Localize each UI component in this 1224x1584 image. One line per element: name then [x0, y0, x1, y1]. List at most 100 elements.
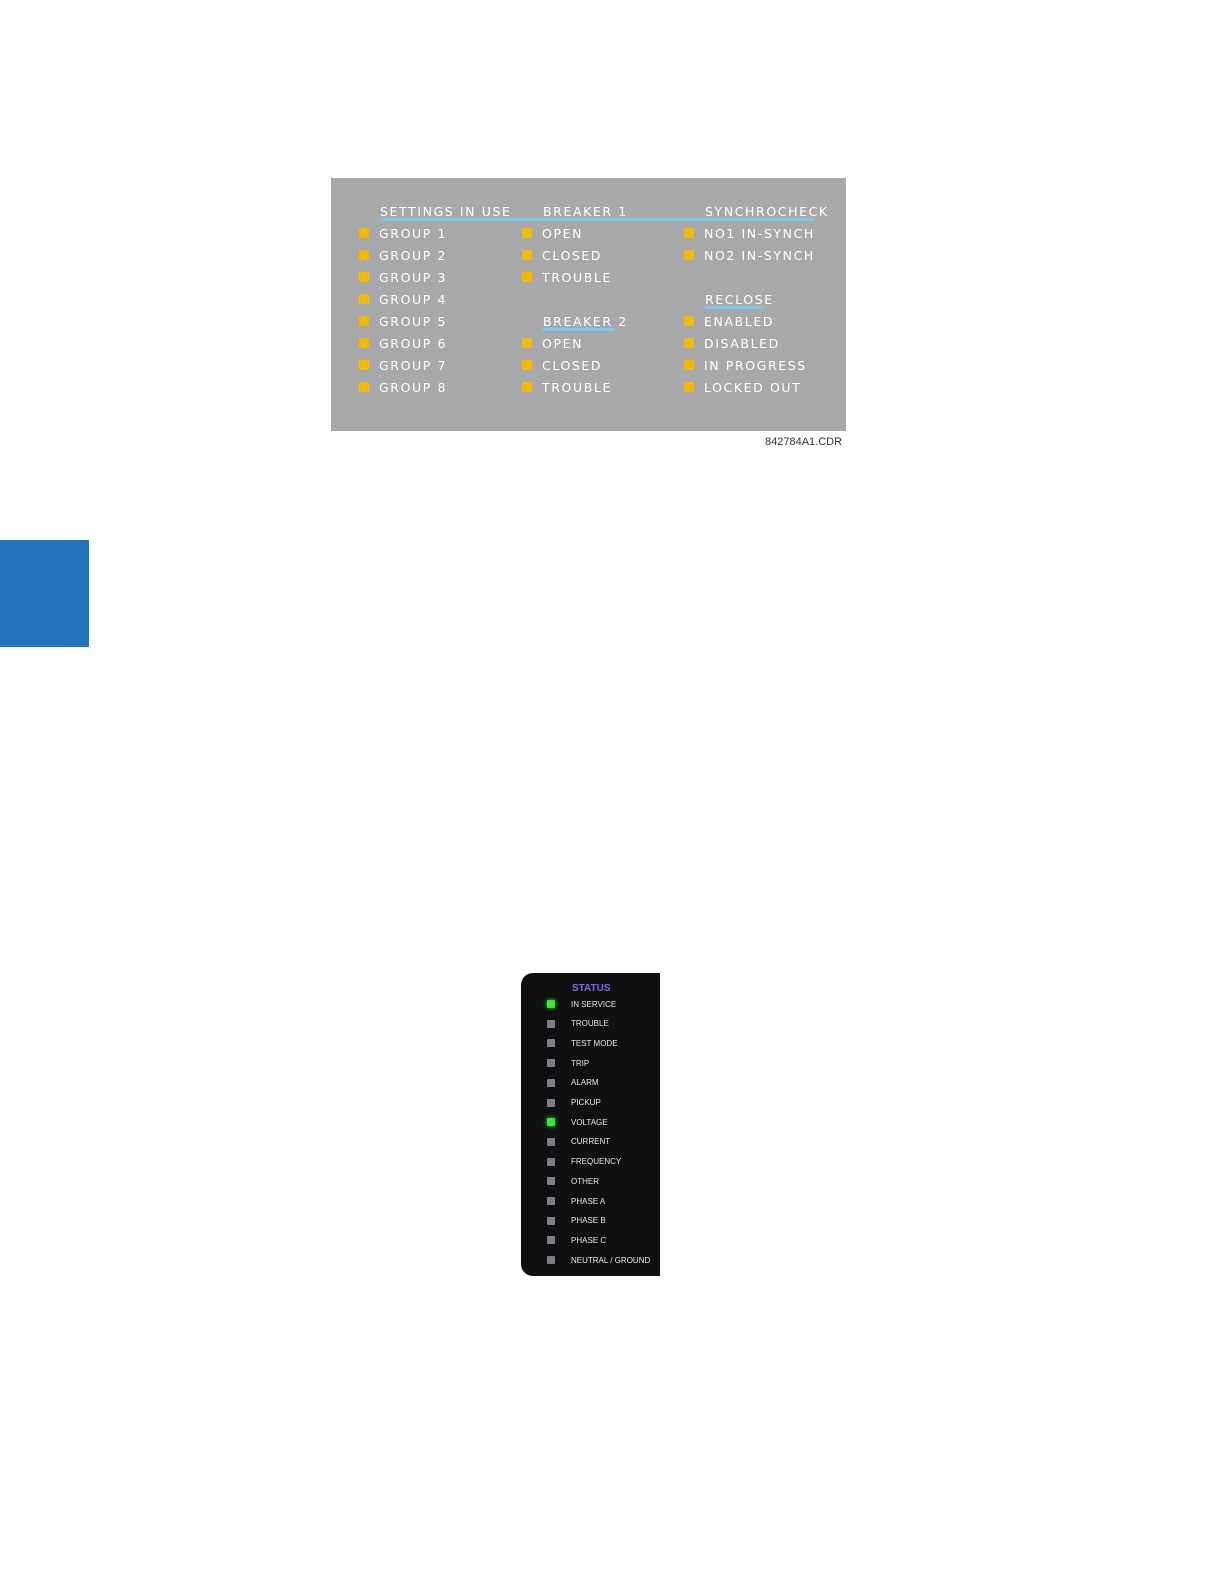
- breaker-1-header: BREAKER 1: [543, 204, 628, 219]
- header-underline-top: [381, 218, 814, 221]
- breaker-1-item-row: CLOSED: [522, 244, 602, 266]
- group-label: GROUP 3: [379, 269, 448, 285]
- breaker-2-item-label: OPEN: [542, 335, 584, 351]
- led-indicator-icon: [684, 250, 694, 260]
- reclose-item-label: ENABLED: [704, 313, 775, 329]
- status-label: TROUBLE: [571, 1019, 609, 1029]
- led-indicator-icon: [359, 382, 369, 392]
- breaker-1-item-label: OPEN: [542, 225, 584, 241]
- status-led-icon: [547, 1059, 555, 1068]
- status-row: FREQUENCY: [547, 1155, 621, 1169]
- group-label: GROUP 5: [379, 313, 448, 329]
- status-title: STATUS: [572, 983, 611, 994]
- group-label: GROUP 7: [379, 357, 448, 373]
- led-indicator-icon: [684, 316, 694, 326]
- led-indicator-icon: [684, 228, 694, 238]
- status-label: PHASE A: [571, 1196, 606, 1206]
- chapter-side-tab: [0, 540, 89, 647]
- status-led-icon: [547, 1157, 555, 1166]
- synchrocheck-item-label: NO1 IN-SYNCH: [704, 225, 815, 241]
- status-led-icon: [547, 1019, 555, 1028]
- status-label: NEUTRAL / GROUND: [571, 1255, 651, 1265]
- synchrocheck-item-row: NO2 IN-SYNCH: [684, 244, 815, 266]
- led-indicator-icon: [522, 272, 532, 282]
- led-indicator-icon: [684, 338, 694, 348]
- breaker-1-item-label: CLOSED: [542, 247, 603, 263]
- status-row: CURRENT: [547, 1135, 610, 1149]
- status-led-icon: [547, 1236, 555, 1245]
- reclose-item-row: ENABLED: [684, 310, 774, 332]
- group-row: GROUP 1: [359, 222, 447, 244]
- group-row: GROUP 8: [359, 376, 447, 398]
- status-label: TEST MODE: [571, 1038, 618, 1048]
- breaker-2-underline: [543, 328, 614, 331]
- breaker-2-item-label: CLOSED: [542, 357, 603, 373]
- status-row: PHASE A: [547, 1194, 605, 1208]
- reclose-item-label: LOCKED OUT: [704, 379, 802, 395]
- status-led-icon: [547, 1216, 555, 1225]
- status-label: FREQUENCY: [571, 1157, 622, 1167]
- led-indicator-icon: [359, 338, 369, 348]
- breaker-1-item-label: TROUBLE: [542, 269, 612, 285]
- status-row: PICKUP: [547, 1096, 601, 1110]
- group-label: GROUP 2: [379, 247, 448, 263]
- status-label: ALARM: [571, 1078, 599, 1088]
- reclose-item-label: IN PROGRESS: [704, 357, 807, 373]
- status-label: OTHER: [571, 1176, 599, 1186]
- group-row: GROUP 4: [359, 288, 447, 310]
- status-row: PHASE B: [547, 1214, 606, 1228]
- status-led-icon: [547, 1000, 555, 1008]
- status-label: VOLTAGE: [571, 1117, 608, 1127]
- settings-in-use-header: SETTINGS IN USE: [380, 204, 512, 219]
- group-row: GROUP 7: [359, 354, 447, 376]
- status-label: TRIP: [571, 1058, 590, 1068]
- status-row: OTHER: [547, 1174, 599, 1188]
- led-indicator-icon: [359, 272, 369, 282]
- reclose-underline: [705, 306, 764, 309]
- reclose-header: RECLOSE: [705, 292, 774, 307]
- led-indicator-icon: [522, 382, 532, 392]
- led-indicator-icon: [359, 228, 369, 238]
- status-row: TEST MODE: [547, 1036, 618, 1050]
- reclose-item-label: DISABLED: [704, 335, 780, 351]
- status-led-icon: [547, 1118, 555, 1127]
- led-indicator-icon: [359, 294, 369, 304]
- status-label: IN SERVICE: [571, 999, 617, 1009]
- status-led-icon: [547, 1039, 555, 1048]
- status-row: ALARM: [547, 1076, 599, 1090]
- status-row: IN SERVICE: [547, 997, 616, 1011]
- led-indicator-icon: [522, 228, 532, 238]
- group-label: GROUP 8: [379, 379, 448, 395]
- breaker-2-header: BREAKER 2: [543, 314, 628, 329]
- status-led-icon: [547, 1078, 555, 1087]
- led-indicator-icon: [359, 360, 369, 370]
- led-label-panel: SETTINGS IN USE GROUP 1 GROUP 2 GROUP 3 GRO…: [331, 178, 846, 431]
- led-indicator-icon: [359, 316, 369, 326]
- breaker-1-item-row: TROUBLE: [522, 266, 612, 288]
- status-led-icon: [547, 1137, 555, 1146]
- reclose-item-row: IN PROGRESS: [684, 354, 807, 376]
- status-row: PHASE C: [547, 1233, 606, 1247]
- status-led-icon: [547, 1197, 555, 1205]
- status-led-icon: [547, 1177, 555, 1186]
- status-led-panel: STATUS IN SERVICE TROUBLE TEST MODE TRIP ALA…: [521, 973, 660, 1276]
- status-row: TRIP: [547, 1056, 589, 1070]
- led-indicator-icon: [522, 250, 532, 260]
- breaker-2-item-row: TROUBLE: [522, 376, 612, 398]
- status-led-icon: [547, 1256, 555, 1265]
- status-row: VOLTAGE: [547, 1115, 608, 1129]
- group-row: GROUP 2: [359, 244, 447, 266]
- group-label: GROUP 4: [379, 291, 448, 307]
- group-row: GROUP 5: [359, 310, 447, 332]
- synchrocheck-item-row: NO1 IN-SYNCH: [684, 222, 815, 244]
- reclose-item-row: DISABLED: [684, 332, 780, 354]
- breaker-2-item-row: OPEN: [522, 332, 583, 354]
- breaker-1-item-row: OPEN: [522, 222, 583, 244]
- led-indicator-icon: [522, 360, 532, 370]
- group-label: GROUP 6: [379, 335, 448, 351]
- led-indicator-icon: [359, 250, 369, 260]
- status-label: PHASE B: [571, 1216, 606, 1226]
- status-row: NEUTRAL / GROUND: [547, 1253, 650, 1267]
- figure-code: 842784A1.CDR: [765, 436, 843, 448]
- synchrocheck-header: SYNCHROCHECK: [705, 204, 829, 219]
